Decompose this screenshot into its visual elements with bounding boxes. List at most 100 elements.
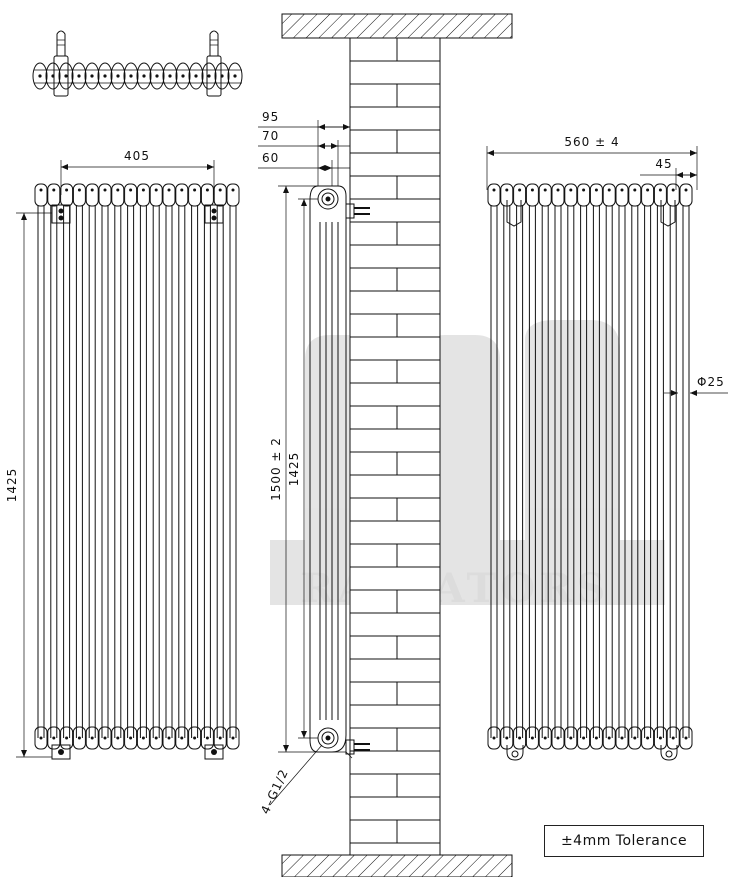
dim-offset-95: 95 — [262, 110, 279, 124]
front-view-footer — [188, 726, 202, 750]
top-view-section — [110, 62, 126, 90]
tolerance-box: ±4mm Tolerance — [544, 825, 704, 857]
rear-view-footer-dot — [658, 736, 662, 740]
top-view-section-dot — [103, 74, 107, 78]
rear-view-footer-dot — [556, 736, 560, 740]
rear-view-header-dot — [684, 188, 688, 192]
dim-connection: 4–G1/2 — [258, 767, 291, 817]
front-view-footer — [149, 726, 163, 750]
front-view-header — [47, 183, 61, 207]
front-view-footer-dot — [103, 736, 107, 740]
front-view-footer — [98, 726, 112, 750]
rear-view-footer — [641, 726, 655, 750]
top-view-section-dot — [168, 74, 172, 78]
front-view-footer — [226, 726, 240, 750]
rear-view-header — [577, 183, 591, 207]
front-view-header — [188, 183, 202, 207]
front-view-header-dot — [141, 188, 145, 192]
front-view-footer — [213, 726, 227, 750]
rear-view-footer-dot — [620, 736, 624, 740]
top-view-section — [162, 62, 178, 90]
rear-view-header — [615, 183, 629, 207]
tolerance-label: ±4mm Tolerance — [560, 833, 688, 849]
rear-view-footer — [666, 726, 680, 750]
rear-view-header-dot — [492, 188, 496, 192]
rear-view-header — [653, 183, 667, 207]
rear-view-footer — [602, 726, 616, 750]
front-view-footer — [111, 726, 125, 750]
rear-view-footer-dot — [492, 736, 496, 740]
rear-view-footer-dot — [530, 736, 534, 740]
front-view-footer — [34, 726, 48, 750]
rear-view-header — [589, 183, 603, 207]
front-view-header-dot — [39, 188, 43, 192]
front-view-header-dot — [103, 188, 107, 192]
front-view-header-dot — [129, 188, 133, 192]
top-view — [32, 30, 243, 97]
top-view-section — [45, 62, 61, 90]
front-view-header-dot — [218, 188, 222, 192]
front-view-header — [124, 183, 138, 207]
rear-view-header — [551, 183, 565, 207]
dim-front-width: 405 — [124, 149, 150, 163]
rear-view-header-dot — [530, 188, 534, 192]
front-view-header-dot — [65, 188, 69, 192]
rear-view-header — [641, 183, 655, 207]
front-view-header-dot — [231, 188, 235, 192]
front-view-header — [111, 183, 125, 207]
rear-view-footer — [487, 726, 501, 750]
front-view-header — [60, 183, 74, 207]
top-view-section — [188, 62, 204, 90]
rear-view-header-dot — [607, 188, 611, 192]
top-view-section-dot — [38, 74, 42, 78]
rear-view-header — [666, 183, 680, 207]
front-view-header-dot — [193, 188, 197, 192]
front-view-header-dot — [205, 188, 209, 192]
rear-view-header-dot — [556, 188, 560, 192]
front-view-header — [34, 183, 48, 207]
front-view-header — [226, 183, 240, 207]
top-view-section-dot — [181, 74, 185, 78]
front-view-footer-dot — [77, 736, 81, 740]
rear-view-sections — [487, 183, 693, 750]
wall — [281, 13, 513, 877]
brick-courses — [350, 38, 440, 844]
front-view-footer-dot — [141, 736, 145, 740]
rear-view: 560 ± 4 45 Φ25 — [486, 135, 728, 761]
top-view-section — [123, 62, 139, 90]
top-view-section — [214, 62, 230, 90]
front-view-header-dot — [90, 188, 94, 192]
rear-view-footer-dot — [607, 736, 611, 740]
rear-view-footer — [564, 726, 578, 750]
front-view-footer-dot — [39, 736, 43, 740]
dim-tube-diameter: Φ25 — [697, 375, 725, 389]
top-view-section-dot — [90, 74, 94, 78]
rear-view-footer — [615, 726, 629, 750]
front-view-footer-dot — [218, 736, 222, 740]
front-view-footer-dot — [205, 736, 209, 740]
rear-view-footer-dot — [684, 736, 688, 740]
top-view-section — [201, 62, 217, 90]
rear-view-footer-dot — [569, 736, 573, 740]
dim-side-overall-height: 1500 ± 2 — [269, 437, 283, 501]
rear-view-header — [628, 183, 642, 207]
front-view-footer-dot — [116, 736, 120, 740]
dim-rear-section: 45 — [655, 157, 672, 171]
dim-offset-70: 70 — [262, 129, 279, 143]
front-view-header — [162, 183, 176, 207]
front-view-footer-dot — [231, 736, 235, 740]
top-view-section — [84, 62, 100, 90]
front-view-header-dot — [116, 188, 120, 192]
rear-view-header-dot — [658, 188, 662, 192]
rear-view-footer — [551, 726, 565, 750]
front-view-footer — [47, 726, 61, 750]
dim-rear-width: 560 ± 4 — [564, 135, 619, 149]
rear-view-header-dot — [582, 188, 586, 192]
rear-view-header — [538, 183, 552, 207]
front-view-header — [98, 183, 112, 207]
front-view-header — [85, 183, 99, 207]
dim-side-height: 1425 — [287, 452, 301, 487]
rear-view-footer — [538, 726, 552, 750]
rear-view-footer — [628, 726, 642, 750]
top-view-section-dot — [233, 74, 237, 78]
